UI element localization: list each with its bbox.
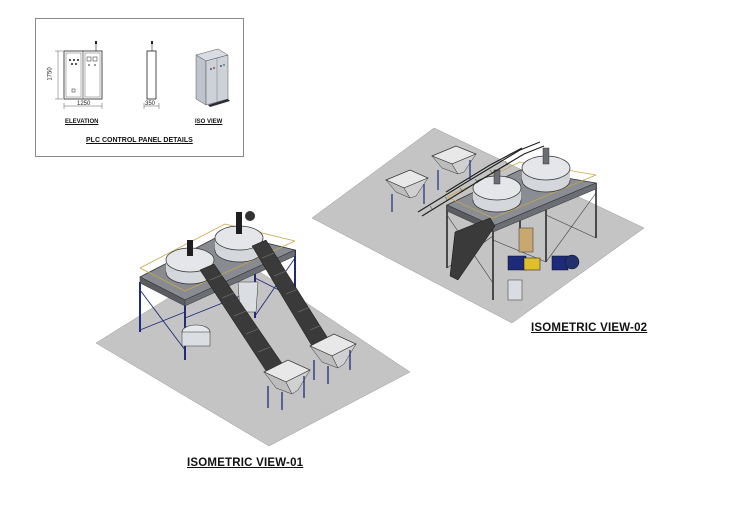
dimension-depth: 350 <box>145 101 156 107</box>
iso-view-label: ISO VIEW <box>195 119 223 125</box>
isometric-view-02-label: ISOMETRIC VIEW-02 <box>531 322 648 334</box>
isometric-view-01-label: ISOMETRIC VIEW-01 <box>187 457 304 469</box>
elevation-label: ELEVATION <box>65 119 99 125</box>
dimension-width: 1250 <box>77 101 91 107</box>
elevation-drawing <box>55 41 230 109</box>
panel-details-title: PLC CONTROL PANEL DETAILS <box>86 137 193 144</box>
plc-panel-details-box: 1750 1250 350 ELEVATION ISO VIEW PLC CON… <box>35 18 244 157</box>
